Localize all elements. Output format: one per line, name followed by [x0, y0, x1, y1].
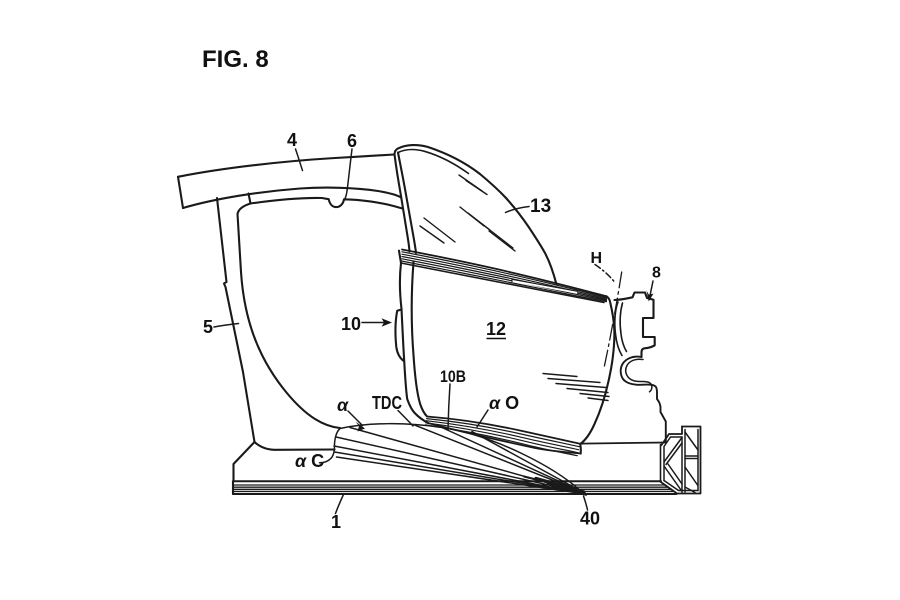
svg-text:13: 13: [530, 196, 551, 217]
svg-text:α O: α O: [489, 393, 519, 413]
svg-text:5: 5: [203, 317, 213, 337]
svg-text:H: H: [591, 250, 603, 267]
svg-text:α: α: [337, 395, 349, 415]
svg-text:TDC: TDC: [372, 393, 402, 413]
svg-text:6: 6: [347, 131, 357, 151]
svg-text:10B: 10B: [440, 367, 466, 386]
svg-text:12: 12: [486, 319, 506, 339]
svg-text:8: 8: [652, 265, 661, 282]
svg-text:40: 40: [580, 509, 600, 529]
svg-text:1: 1: [331, 512, 341, 532]
svg-text:α C: α C: [295, 451, 324, 471]
svg-text:FIG. 8: FIG. 8: [202, 46, 269, 73]
svg-text:10: 10: [341, 314, 361, 334]
svg-text:4: 4: [287, 130, 297, 150]
